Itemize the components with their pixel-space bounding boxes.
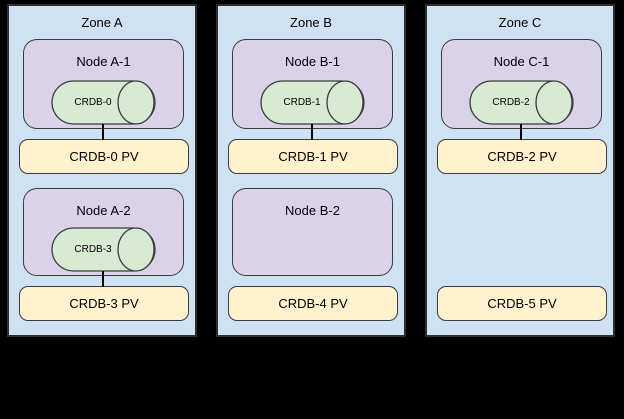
- zone-b-title: Zone B: [290, 15, 332, 30]
- pv-crdb-5-label: CRDB-5 PV: [487, 296, 557, 311]
- pod-to-pv-connector: [520, 124, 522, 140]
- pv-crdb-1-label: CRDB-1 PV: [278, 149, 348, 164]
- pv-crdb-0-label: CRDB-0 PV: [69, 149, 139, 164]
- zone-a: Zone A Node A-1 CRDB-0 CRDB-0 PV Node A-…: [7, 4, 197, 337]
- pv-crdb-2-label: CRDB-2 PV: [487, 149, 557, 164]
- pod-crdb-1-label: CRDB-1: [283, 97, 321, 108]
- node-b2: Node B-2: [232, 188, 393, 276]
- node-c1-title: Node C-1: [493, 54, 550, 69]
- zone-b: Zone B Node B-1 CRDB-1 CRDB-1 PV Node B-…: [216, 4, 406, 337]
- node-a1: Node A-1 CRDB-0: [23, 39, 184, 129]
- node-a1-title: Node A-1: [76, 54, 131, 69]
- pod-crdb-2-label: CRDB-2: [492, 97, 530, 108]
- pod-to-pv-connector: [102, 124, 104, 140]
- pv-crdb-2: CRDB-2 PV: [437, 139, 607, 174]
- pv-crdb-4: CRDB-4 PV: [228, 286, 398, 321]
- cylinder-shape-icon: [51, 80, 156, 125]
- cylinder-shape-icon: [260, 80, 365, 125]
- pod-to-pv-connector: [311, 124, 313, 140]
- pod-crdb-1: CRDB-1: [260, 80, 365, 125]
- node-b1-title: Node B-1: [285, 54, 340, 69]
- pod-crdb-0: CRDB-0: [51, 80, 156, 125]
- pv-crdb-1: CRDB-1 PV: [228, 139, 398, 174]
- pv-crdb-3-label: CRDB-3 PV: [69, 296, 139, 311]
- cylinder-shape-icon: [469, 80, 574, 125]
- node-b1: Node B-1 CRDB-1: [232, 39, 393, 129]
- node-c1: Node C-1 CRDB-2: [441, 39, 602, 129]
- pv-crdb-0: CRDB-0 PV: [19, 139, 189, 174]
- pod-crdb-0-label: CRDB-0: [74, 97, 112, 108]
- zone-c-title: Zone C: [498, 15, 542, 30]
- pod-crdb-3-label: CRDB-3: [74, 244, 112, 255]
- pod-crdb-3: CRDB-3: [51, 227, 156, 272]
- node-b2-title: Node B-2: [285, 203, 340, 218]
- zone-a-title: Zone A: [81, 15, 123, 30]
- pod-to-pv-connector: [102, 271, 104, 287]
- pv-crdb-5: CRDB-5 PV: [437, 286, 607, 321]
- cylinder-shape-icon: [51, 227, 156, 272]
- pv-crdb-4-label: CRDB-4 PV: [278, 296, 348, 311]
- node-a2-title: Node A-2: [76, 203, 131, 218]
- node-a2: Node A-2 CRDB-3: [23, 188, 184, 276]
- pod-crdb-2: CRDB-2: [469, 80, 574, 125]
- pv-crdb-3: CRDB-3 PV: [19, 286, 189, 321]
- zone-c: Zone C Node C-1 CRDB-2 CRDB-2 PV CRDB-5 …: [425, 4, 615, 337]
